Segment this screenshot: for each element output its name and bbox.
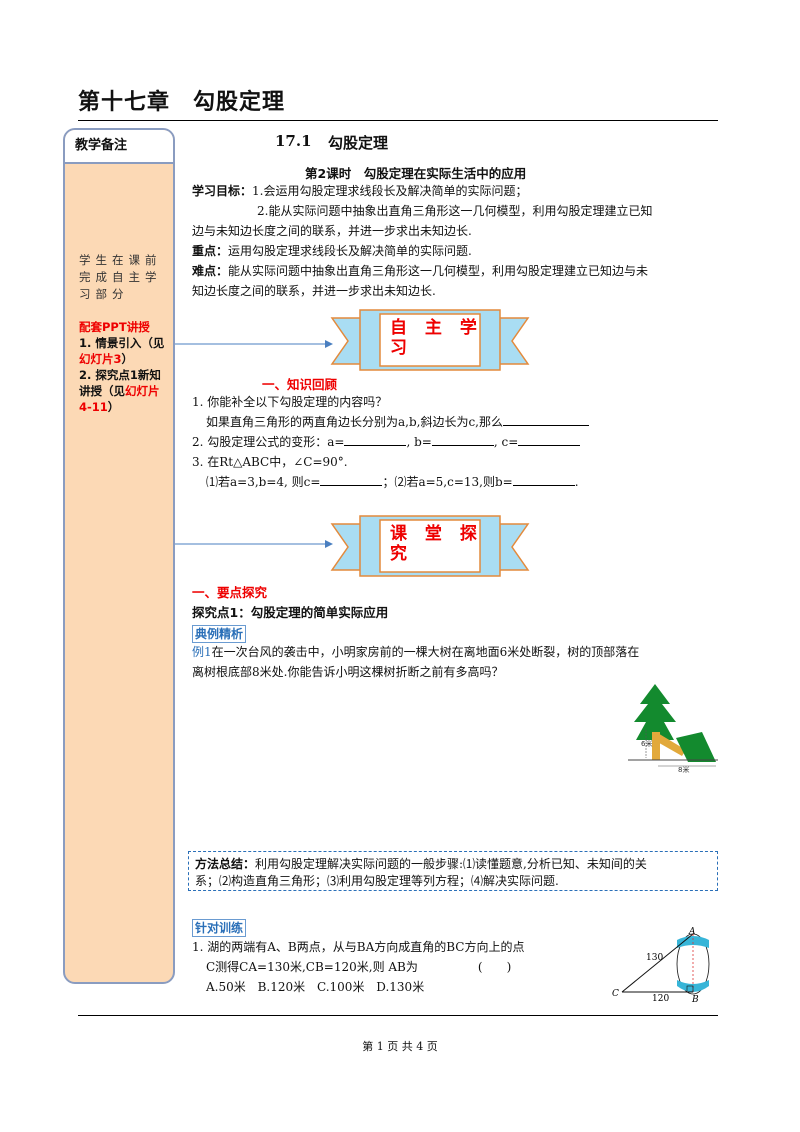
blank-1[interactable] — [503, 412, 590, 426]
length-130-label: 130 — [646, 953, 663, 963]
review-heading: 一、知识回顾 — [262, 377, 338, 392]
goal-1: 1.会运用勾股定理求线段长及解决简单的实际问题； — [252, 184, 528, 198]
label-8m: 8米 — [678, 765, 689, 774]
page-footer: 第 1 页 共 4 页 — [362, 1040, 438, 1053]
review-questions: 1. 你能补全以下勾股定理的内容吗？ 如果直角三角形的两直角边长分别为a,b,斜… — [192, 392, 722, 492]
arrow-to-banner-2 — [175, 540, 333, 548]
lesson-title: 第2课时 勾股定理在实际生活中的应用 — [305, 166, 527, 181]
banner-2-line-2: 究 — [390, 544, 413, 564]
broken-tree-figure: 6米 8米 — [628, 684, 718, 774]
blank-q3-b[interactable] — [512, 472, 575, 486]
option-c[interactable]: C.100米 — [316, 980, 365, 994]
arrow-to-banner-1 — [175, 340, 333, 348]
example-problem: 例1在一次台风的袭击中，小明家房前的一棵大树在离地面6米处断裂，树的顶部落在 离… — [192, 642, 722, 682]
key-text: 运用勾股定理求线段长及解决简单的实际问题. — [228, 244, 472, 258]
example-label: 例1 — [192, 645, 212, 659]
answer-paren[interactable]: ( ) — [477, 960, 512, 974]
ppt-item-1-end: ） — [121, 352, 134, 366]
review-q3-end: . — [574, 475, 579, 489]
option-d[interactable]: D.130米 — [376, 980, 425, 994]
method-summary-box: 方法总结：利用勾股定理解决实际问题的一般步骤:⑴读懂题意,分析已知、未知间的关 … — [188, 851, 718, 891]
option-a[interactable]: A.50米 — [206, 980, 246, 994]
goals-label: 学习目标： — [192, 184, 253, 198]
blank-q3-c[interactable] — [320, 472, 383, 486]
ppt-item-1: 1. 情景引入（见 — [79, 336, 165, 350]
review-q2-prefix: 2. 勾股定理公式的变形：a= — [192, 435, 345, 449]
point-c-label: C — [612, 989, 619, 999]
banner-1-line-2: 习 — [390, 338, 413, 358]
point-b-label: B — [691, 995, 699, 1002]
review-q2-b: , b= — [406, 435, 432, 449]
banner-2-text: 课 堂 探 究 — [390, 524, 483, 564]
banner-1-text: 自 主 学 习 — [390, 318, 483, 358]
ppt-slide-link-1[interactable]: 幻灯片3 — [79, 352, 122, 366]
difficulty-line-2: 知边长度之间的联系，并进一步求出未知边长. — [192, 284, 436, 298]
example-tag: 典例精析 — [192, 625, 247, 643]
difficulty-label: 难点： — [192, 264, 229, 278]
ribbon-banner-2 — [330, 515, 530, 577]
section-title: 勾股定理 — [328, 134, 389, 152]
lake-triangle-figure: A B C 130 120 — [612, 927, 710, 1002]
review-q3-a1: ⑴若a=3,b=4, 则c= — [206, 475, 321, 489]
length-120-label: 120 — [652, 994, 669, 1002]
blank-c[interactable] — [518, 432, 581, 446]
goal-2-line-1: 2.能从实际问题中抽象出直角三角形这一几何模型，利用勾股定理建立已知 — [257, 204, 653, 218]
label-6m: 6米 — [641, 739, 652, 748]
training-question: 1. 湖的两端有A、B两点，从与BA方向成直角的BC方向上的点 C测得CA=13… — [192, 937, 612, 997]
ppt-item-2-end: ） — [107, 400, 120, 414]
example-line-1: 在一次台风的袭击中，小明家房前的一棵大树在离地面6米处断裂，树的顶部落在 — [211, 645, 640, 659]
ppt-slide-link-2[interactable]: 幻灯片4-11 — [79, 384, 160, 414]
review-q1-sub: 如果直角三角形的两直角边长分别为a,b,斜边长为c,那么 — [206, 415, 504, 429]
bottom-divider — [78, 1015, 718, 1016]
banner-2-line-1: 课 堂 探 — [390, 524, 483, 544]
example-line-2: 离树根底部8米处.你能告诉小明这棵树折断之前有多高吗？ — [192, 665, 504, 679]
explore-point-label: 探究点1：勾股定理的简单实际应用 — [192, 605, 389, 620]
sidebar-note: 学生在课前完成自主学习部分 — [79, 253, 162, 301]
point-a-label: A — [688, 927, 696, 937]
banner-1-line-1: 自 主 学 — [390, 318, 483, 338]
learning-goals: 学习目标：1.会运用勾股定理求线段长及解决简单的实际问题； 2.能从实际问题中抽… — [192, 181, 722, 301]
summary-line-1: 利用勾股定理解决实际问题的一般步骤:⑴读懂题意,分析已知、未知间的关 — [255, 857, 647, 871]
summary-label: 方法总结： — [195, 857, 256, 871]
explore-heading: 一、要点探究 — [192, 585, 268, 600]
review-q2-c: , c= — [493, 435, 519, 449]
ppt-item-2: 2. 探究点1新知讲授（见 — [79, 368, 161, 398]
review-q3-a2: ；⑵若a=5,c=13,则b= — [382, 475, 513, 489]
ppt-label: 配套PPT讲授 — [79, 320, 150, 334]
blank-a[interactable] — [344, 432, 407, 446]
review-q1: 1. 你能补全以下勾股定理的内容吗？ — [192, 395, 388, 409]
review-q3: 3. 在Rt△ABC中，∠C=90°. — [192, 455, 348, 469]
top-divider — [78, 120, 718, 121]
sidebar-ppt-notes: 配套PPT讲授 1. 情景引入（见幻灯片3） 2. 探究点1新知讲授（见幻灯片4… — [79, 319, 167, 415]
blank-b[interactable] — [431, 432, 494, 446]
training-tag: 针对训练 — [192, 919, 247, 937]
goal-2-line-2: 边与未知边长度之间的联系，并进一步求出未知边长. — [192, 224, 472, 238]
ribbon-banner-1 — [330, 309, 530, 371]
training-q1-line-1: 1. 湖的两端有A、B两点，从与BA方向成直角的BC方向上的点 — [192, 940, 525, 954]
section-number: 17.1 — [275, 132, 312, 150]
chapter-title: 第十七章 勾股定理 — [78, 90, 286, 115]
sidebar-heading: 教学备注 — [65, 130, 173, 164]
option-b[interactable]: B.120米 — [257, 980, 306, 994]
key-label: 重点： — [192, 244, 229, 258]
training-q1-line-2: C测得CA=130米,CB=120米,则 AB为 — [206, 960, 418, 974]
difficulty-line-1: 能从实际问题中抽象出直角三角形这一几何模型，利用勾股定理建立已知边与未 — [228, 264, 649, 278]
teaching-notes-sidebar: 教学备注 学生在课前完成自主学习部分 配套PPT讲授 1. 情景引入（见幻灯片3… — [63, 128, 175, 984]
summary-line-2: 系；⑵构造直角三角形；⑶利用勾股定理等列方程；⑷解决实际问题. — [195, 874, 559, 888]
